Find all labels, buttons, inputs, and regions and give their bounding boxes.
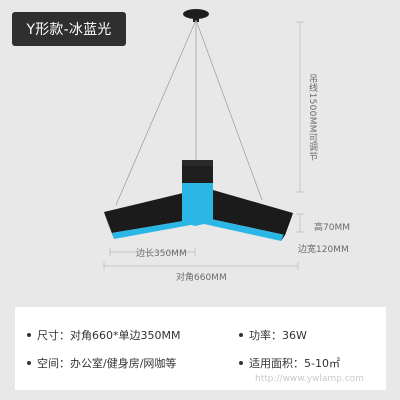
lamp-left-arm: [104, 193, 196, 239]
watermark-text: http://www.ywlamp.com: [255, 374, 364, 384]
spec-panel: 尺寸： 对角660*单边350MM 功率： 36W 空间： 办公室/健身房/网咖…: [15, 307, 386, 390]
height-dimension-line: [296, 213, 304, 233]
spec-space-value: 办公室/健身房/网咖等: [70, 357, 177, 370]
lamp-center-arm: [182, 160, 213, 226]
spec-area: 适用面积： 5-10㎡: [239, 355, 340, 371]
spec-size-value: 对角660*单边350MM: [70, 329, 181, 342]
height-label: 高70MM: [314, 223, 350, 233]
bullet-icon: [27, 333, 31, 337]
arm-width-label: 边宽120MM: [298, 245, 349, 255]
arm-length-dimension-line: [109, 248, 196, 256]
spec-power-label: 功率：: [249, 329, 282, 342]
title-badge: Y形款-冰蓝光: [12, 12, 126, 46]
spec-space-label: 空间：: [37, 357, 70, 370]
cable-dimension-line: [296, 21, 304, 193]
spec-area-label: 适用面积：: [249, 357, 304, 370]
spec-power-value: 36W: [282, 328, 307, 342]
diagonal-dimension-line: [103, 262, 299, 270]
lamp-right-arm: [204, 190, 293, 241]
bullet-icon: [239, 333, 243, 337]
spec-area-value: 5-10㎡: [304, 357, 340, 370]
bullet-icon: [27, 361, 31, 365]
spec-power: 功率： 36W: [239, 327, 307, 343]
spec-size-label: 尺寸：: [37, 329, 70, 342]
arm-length-label: 边长350MM: [136, 249, 187, 259]
cable-length-label: 吊线1500MM可调节: [307, 74, 317, 161]
spec-size: 尺寸： 对角660*单边350MM: [27, 327, 180, 343]
diagonal-label: 对角660MM: [176, 273, 227, 283]
bullet-icon: [239, 361, 243, 365]
ceiling-canopy: [183, 9, 209, 19]
title-text: Y形款-冰蓝光: [26, 22, 112, 38]
suspension-cables: [115, 19, 263, 206]
spec-space: 空间： 办公室/健身房/网咖等: [27, 355, 176, 371]
